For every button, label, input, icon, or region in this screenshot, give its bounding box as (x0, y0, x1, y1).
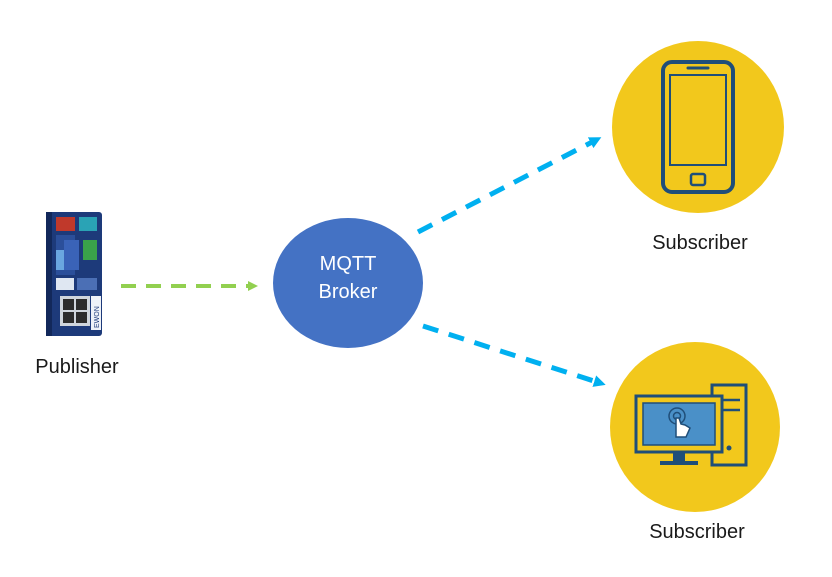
subscriber-node-bottom (610, 342, 780, 512)
publisher-label: Publisher (35, 356, 119, 378)
smartphone-icon (661, 60, 735, 194)
publisher-device-icon: EWON (46, 212, 102, 336)
broker-label-line1: MQTT (320, 253, 377, 275)
desktop-computer-icon (634, 383, 748, 467)
broker-label-line2: Broker (319, 281, 378, 303)
subscribe-arrow-top (416, 137, 602, 235)
subscriber-node-top (612, 41, 784, 213)
subscribe-arrow-bottom (422, 323, 606, 387)
subscriber-label-top: Subscriber (652, 232, 748, 254)
mqtt-broker-node: MQTT Broker (273, 218, 423, 348)
subscriber-label-bottom: Subscriber (649, 521, 745, 543)
device-badge-text: EWON (94, 306, 101, 328)
